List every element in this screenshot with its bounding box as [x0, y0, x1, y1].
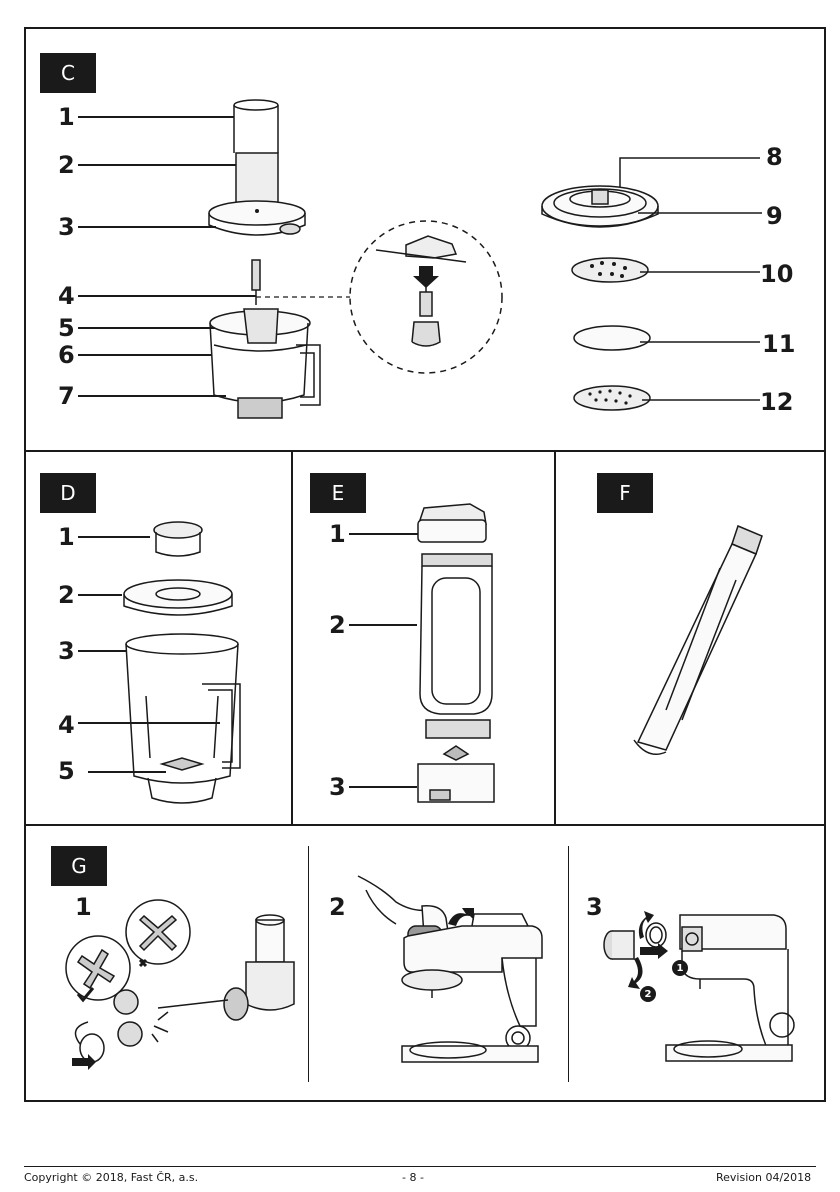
- footer-revision: Revision 04/2018: [716, 1171, 811, 1184]
- mixer-step-2-illustration: [352, 866, 552, 1076]
- c-label-4: 4: [58, 284, 75, 308]
- e-label-2: 2: [329, 613, 346, 637]
- grinder-assembly-illustration: [58, 900, 304, 1080]
- section-g-badge: G: [51, 846, 107, 886]
- g3-callout-1: 1: [672, 960, 688, 976]
- section-e-badge: E: [310, 473, 366, 513]
- c-label-1: 1: [58, 105, 75, 129]
- c-label-5: 5: [58, 316, 75, 340]
- e-label-3: 3: [329, 775, 346, 799]
- section-c-badge: C: [40, 53, 96, 93]
- divider-c-row: [24, 450, 826, 452]
- e-label-1: 1: [329, 522, 346, 546]
- c-label-7: 7: [58, 384, 75, 408]
- e-leader-1: [349, 533, 419, 535]
- g-step-2: 2: [329, 895, 346, 919]
- blade-detail-callout: [256, 210, 506, 380]
- d-label-1: 1: [58, 525, 75, 549]
- d-label-3: 3: [58, 639, 75, 663]
- d-label-4: 4: [58, 713, 75, 737]
- mixer-step-3-illustration: [604, 905, 804, 1080]
- slicing-discs-illustration: [530, 150, 800, 430]
- e-leader-3: [349, 786, 417, 788]
- d-label-5: 5: [58, 759, 75, 783]
- section-f-badge: F: [597, 473, 653, 513]
- footer-page-number: - 8 -: [402, 1171, 424, 1184]
- divider-g2-g3: [568, 846, 569, 1082]
- c-label-6: 6: [58, 343, 75, 367]
- footer-rule: [24, 1166, 816, 1167]
- section-d-badge: D: [40, 473, 96, 513]
- c-leader-6: [78, 354, 212, 356]
- g-step-3: 3: [586, 895, 603, 919]
- d-label-2: 2: [58, 583, 75, 607]
- e-leader-2: [349, 624, 417, 626]
- c-leader-3: [78, 226, 216, 228]
- sport-bottle-illustration: [410, 498, 500, 808]
- g3-callout-2: 2: [640, 986, 656, 1002]
- d-leader-2: [78, 594, 122, 596]
- divider-d-e: [291, 451, 293, 824]
- c-label-2: 2: [58, 153, 75, 177]
- divider-e-f: [554, 451, 556, 824]
- tamper-tool-illustration: [620, 520, 780, 770]
- footer-copyright: Copyright © 2018, Fast ČR, a.s.: [24, 1171, 198, 1184]
- blender-jug-illustration: [118, 518, 258, 808]
- divider-g1-g2: [308, 846, 309, 1082]
- c-label-3: 3: [58, 215, 75, 239]
- c-leader-5: [78, 327, 220, 329]
- divider-g-row: [24, 824, 826, 826]
